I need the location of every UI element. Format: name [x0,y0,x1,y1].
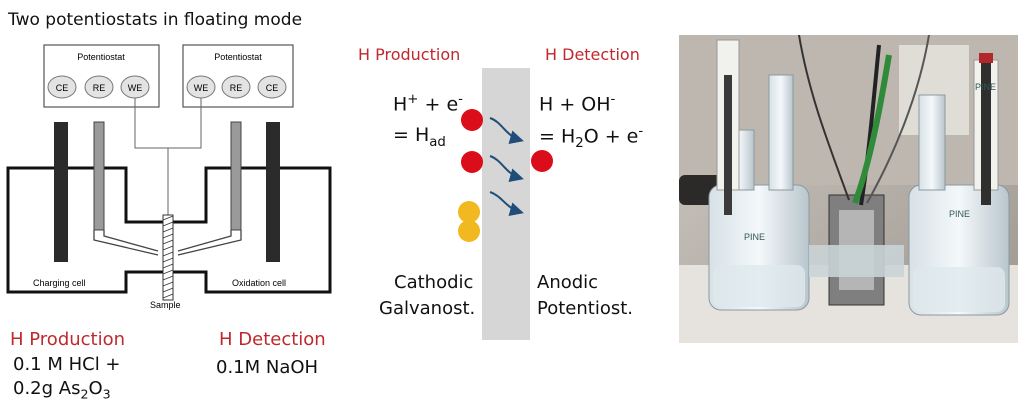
oxidation-cell-label: Oxidation cell [232,278,286,288]
svg-text:RE: RE [230,83,243,93]
sample-label: Sample [150,300,181,310]
permeation-graphic [458,109,553,242]
counter-electrode-right [266,122,280,262]
terminal-re-left: RE [84,75,114,99]
detection-solution: 0.1M NaOH [216,357,319,378]
reaction-left-line1: H+ + e- [393,92,463,116]
reaction-right-line1: H + OH- [539,92,616,116]
right-mode-line2: Potentiost. [537,298,633,319]
figure-title: Two potentiostats in floating mode [8,10,303,30]
production-solution-line2: 0.2g As2O3 [13,378,111,402]
left-detection-heading: H Detection [219,329,326,350]
reference-electrode-left [93,121,105,231]
hydrogen-atom-3 [531,150,553,172]
potentiostat-right-label: Potentiostat [214,52,262,62]
hydrogen-atom-2 [461,151,483,173]
reference-electrode-right [230,121,242,231]
sample-membrane [162,214,174,301]
terminal-re-right: RE [221,75,251,99]
left-production-heading: H Production [10,329,126,350]
svg-text:CE: CE [56,83,69,93]
svg-text:PINE: PINE [744,232,765,242]
diffusion-arrow-1 [489,117,524,144]
svg-text:RE: RE [93,83,106,93]
reaction-left-line2: = Had [393,124,446,150]
svg-text:WE: WE [194,83,209,93]
svg-text:WE: WE [128,83,143,93]
svg-text:PINE: PINE [949,209,970,219]
right-mode-line1: Anodic [537,272,599,293]
diffusion-arrow-2 [489,155,524,182]
charging-cell-label: Charging cell [33,278,86,288]
terminal-ce-left: CE [47,75,77,99]
terminal-ce-right: CE [257,75,287,99]
counter-electrode-left [54,122,68,262]
terminal-we-right: WE [186,75,216,99]
setup-photo: PINE PINE PINE [679,35,1018,343]
reaction-right-line2: = H2O + e- [539,124,644,152]
svg-text:PINE: PINE [975,82,996,92]
cell-outline [6,166,332,294]
production-solution-line1: 0.1 M HCl + [13,354,121,375]
left-mode-line2: Galvanost. [379,298,476,319]
potentiostat-left-label: Potentiostat [77,52,125,62]
terminal-we-left: WE [120,75,150,99]
dual-cell-schematic: Potentiostat Potentiostat CE RE WE WE RE… [6,44,332,310]
svg-text:CE: CE [266,83,279,93]
left-mode-line1: Cathodic [394,272,474,293]
middle-production-heading: H Production [358,45,461,64]
middle-detection-heading: H Detection [545,45,640,64]
hydrogen-atom-1 [461,109,483,131]
h2-molecule-atom-2 [458,220,480,242]
h2-molecule-atom-1 [458,201,480,223]
diffusion-arrow-3 [489,191,524,216]
